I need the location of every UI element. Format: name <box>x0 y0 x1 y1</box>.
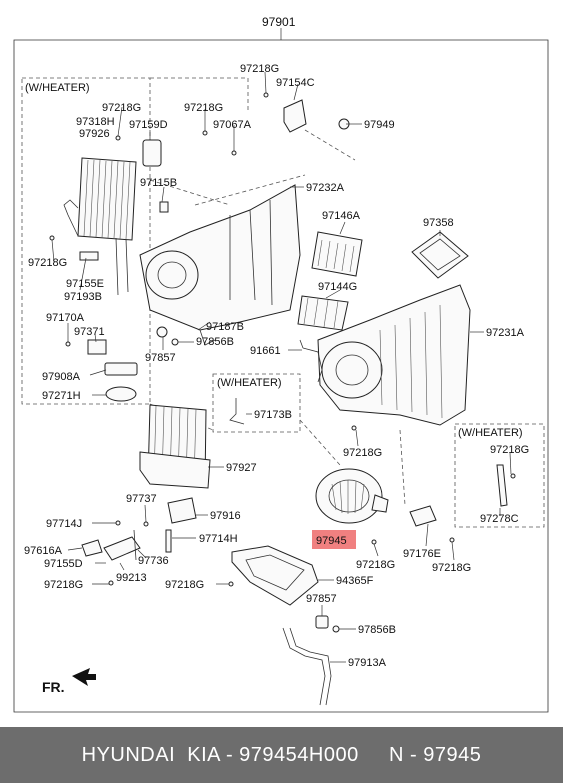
label-91661: 91661 <box>250 345 281 357</box>
filter-97144G <box>297 295 349 331</box>
heater-group-label-left: (W/HEATER) <box>25 82 90 94</box>
harness-97173B <box>229 398 245 425</box>
seal-97271H <box>105 386 137 402</box>
label-97278C: 97278C <box>480 513 519 525</box>
label-97146A: 97146A <box>322 210 361 222</box>
leader-lines <box>51 71 512 663</box>
assembly-number: 97901 <box>262 15 296 29</box>
assembly-frame <box>13 39 549 713</box>
label-97857: 97857 <box>306 593 337 605</box>
label-97218G: 97218G <box>343 447 382 459</box>
part-number-footer: HYUNDAI KIA - 979454H000 N - 97945 <box>0 727 563 783</box>
label-97318H: 97318H <box>76 116 115 128</box>
bracket-97278C <box>496 464 508 507</box>
label-97187B: 97187B <box>206 321 244 333</box>
label-97714H: 97714H <box>199 533 238 545</box>
drain-cover-94365F <box>231 545 319 606</box>
pipe-97714H <box>165 529 172 553</box>
parts-diagram: 97901 (W/HEATER) (W/HEATER) (W/HEATER) <box>13 15 549 713</box>
sensor-97616A <box>81 539 103 557</box>
label-97371: 97371 <box>74 326 105 338</box>
label-97218G: 97218G <box>28 257 67 269</box>
grommet-97857-lower <box>315 615 329 629</box>
clip-97115B <box>159 201 169 213</box>
label-97271H: 97271H <box>42 390 81 402</box>
label-97218G: 97218G <box>432 562 471 574</box>
cover-97908A <box>104 362 138 376</box>
front-direction-arrow: FR. <box>42 668 96 695</box>
label-97927: 97927 <box>226 462 257 474</box>
case-left-97232A <box>139 184 301 346</box>
label-97945: 97945 <box>316 535 347 547</box>
bracket-97371 <box>87 339 107 355</box>
label-97358: 97358 <box>423 217 454 229</box>
filter-cover-97146A <box>311 231 363 277</box>
heater-group-label-right: (W/HEATER) <box>458 427 523 439</box>
label-97218G: 97218G <box>490 444 529 456</box>
label-97736: 97736 <box>138 555 169 567</box>
label-97737: 97737 <box>126 493 157 505</box>
resistor-97176E <box>409 505 437 527</box>
label-97714J: 97714J <box>46 518 82 530</box>
heater-group-box-right <box>454 423 545 528</box>
label-97218G: 97218G <box>102 102 141 114</box>
label-97916: 97916 <box>210 510 241 522</box>
gasket-97358 <box>411 231 469 279</box>
heater-group-label-mid: (W/HEATER) <box>217 377 282 389</box>
label-97856B: 97856B <box>196 336 234 348</box>
label-97170A: 97170A <box>46 312 85 324</box>
label-97159D: 97159D <box>129 119 168 131</box>
label-97913A: 97913A <box>348 657 387 669</box>
part-labels: 97218G 97154C 97949 97218G 97318H 97926 … <box>24 63 529 669</box>
label-97115B: 97115B <box>140 177 177 189</box>
harness-91661 <box>299 339 323 383</box>
label-99213: 99213 <box>116 572 147 584</box>
label-97856B: 97856B <box>358 624 396 636</box>
heater-core <box>63 157 137 296</box>
heater-group-box-mid <box>212 373 301 433</box>
label-97173B: 97173B <box>254 409 292 421</box>
label-97908A: 97908A <box>42 371 81 383</box>
label-97949: 97949 <box>364 119 395 131</box>
label-94365F: 94365F <box>336 575 374 587</box>
clip-97159D <box>142 139 162 167</box>
label-97144G: 97144G <box>318 281 357 293</box>
label-97193B: 97193B <box>64 291 102 303</box>
label-97176E: 97176E <box>403 548 441 560</box>
label-97154C: 97154C <box>276 77 315 89</box>
label-97218G: 97218G <box>240 63 279 75</box>
label-97155D: 97155D <box>44 558 83 570</box>
footer-text: HYUNDAI KIA - 979454H000 N - 97945 <box>81 743 482 766</box>
bracket-99213 <box>103 536 141 561</box>
bracket-97155E <box>79 251 99 261</box>
label-97218G: 97218G <box>44 579 83 591</box>
label-97857: 97857 <box>145 352 176 364</box>
label-97616A: 97616A <box>24 545 63 557</box>
highlight-97945 <box>312 530 356 549</box>
evaporator-97927 <box>139 404 211 489</box>
label-97218G: 97218G <box>184 102 223 114</box>
drain-hose-97913A <box>282 627 326 706</box>
actuator-97154C <box>283 99 307 133</box>
heater-group-box-left <box>21 77 151 405</box>
direction-label: FR. <box>42 679 65 695</box>
blower-motor-97945 <box>315 468 389 524</box>
label-97218G: 97218G <box>165 579 204 591</box>
label-97232A: 97232A <box>306 182 345 194</box>
label-97231A: 97231A <box>486 327 525 339</box>
label-97926: 97926 <box>79 128 110 140</box>
label-97155E: 97155E <box>66 278 104 290</box>
blower-case-97231A <box>317 284 471 426</box>
label-97218G: 97218G <box>356 559 395 571</box>
label-97067A: 97067A <box>213 119 252 131</box>
valve-97916 <box>167 497 197 524</box>
